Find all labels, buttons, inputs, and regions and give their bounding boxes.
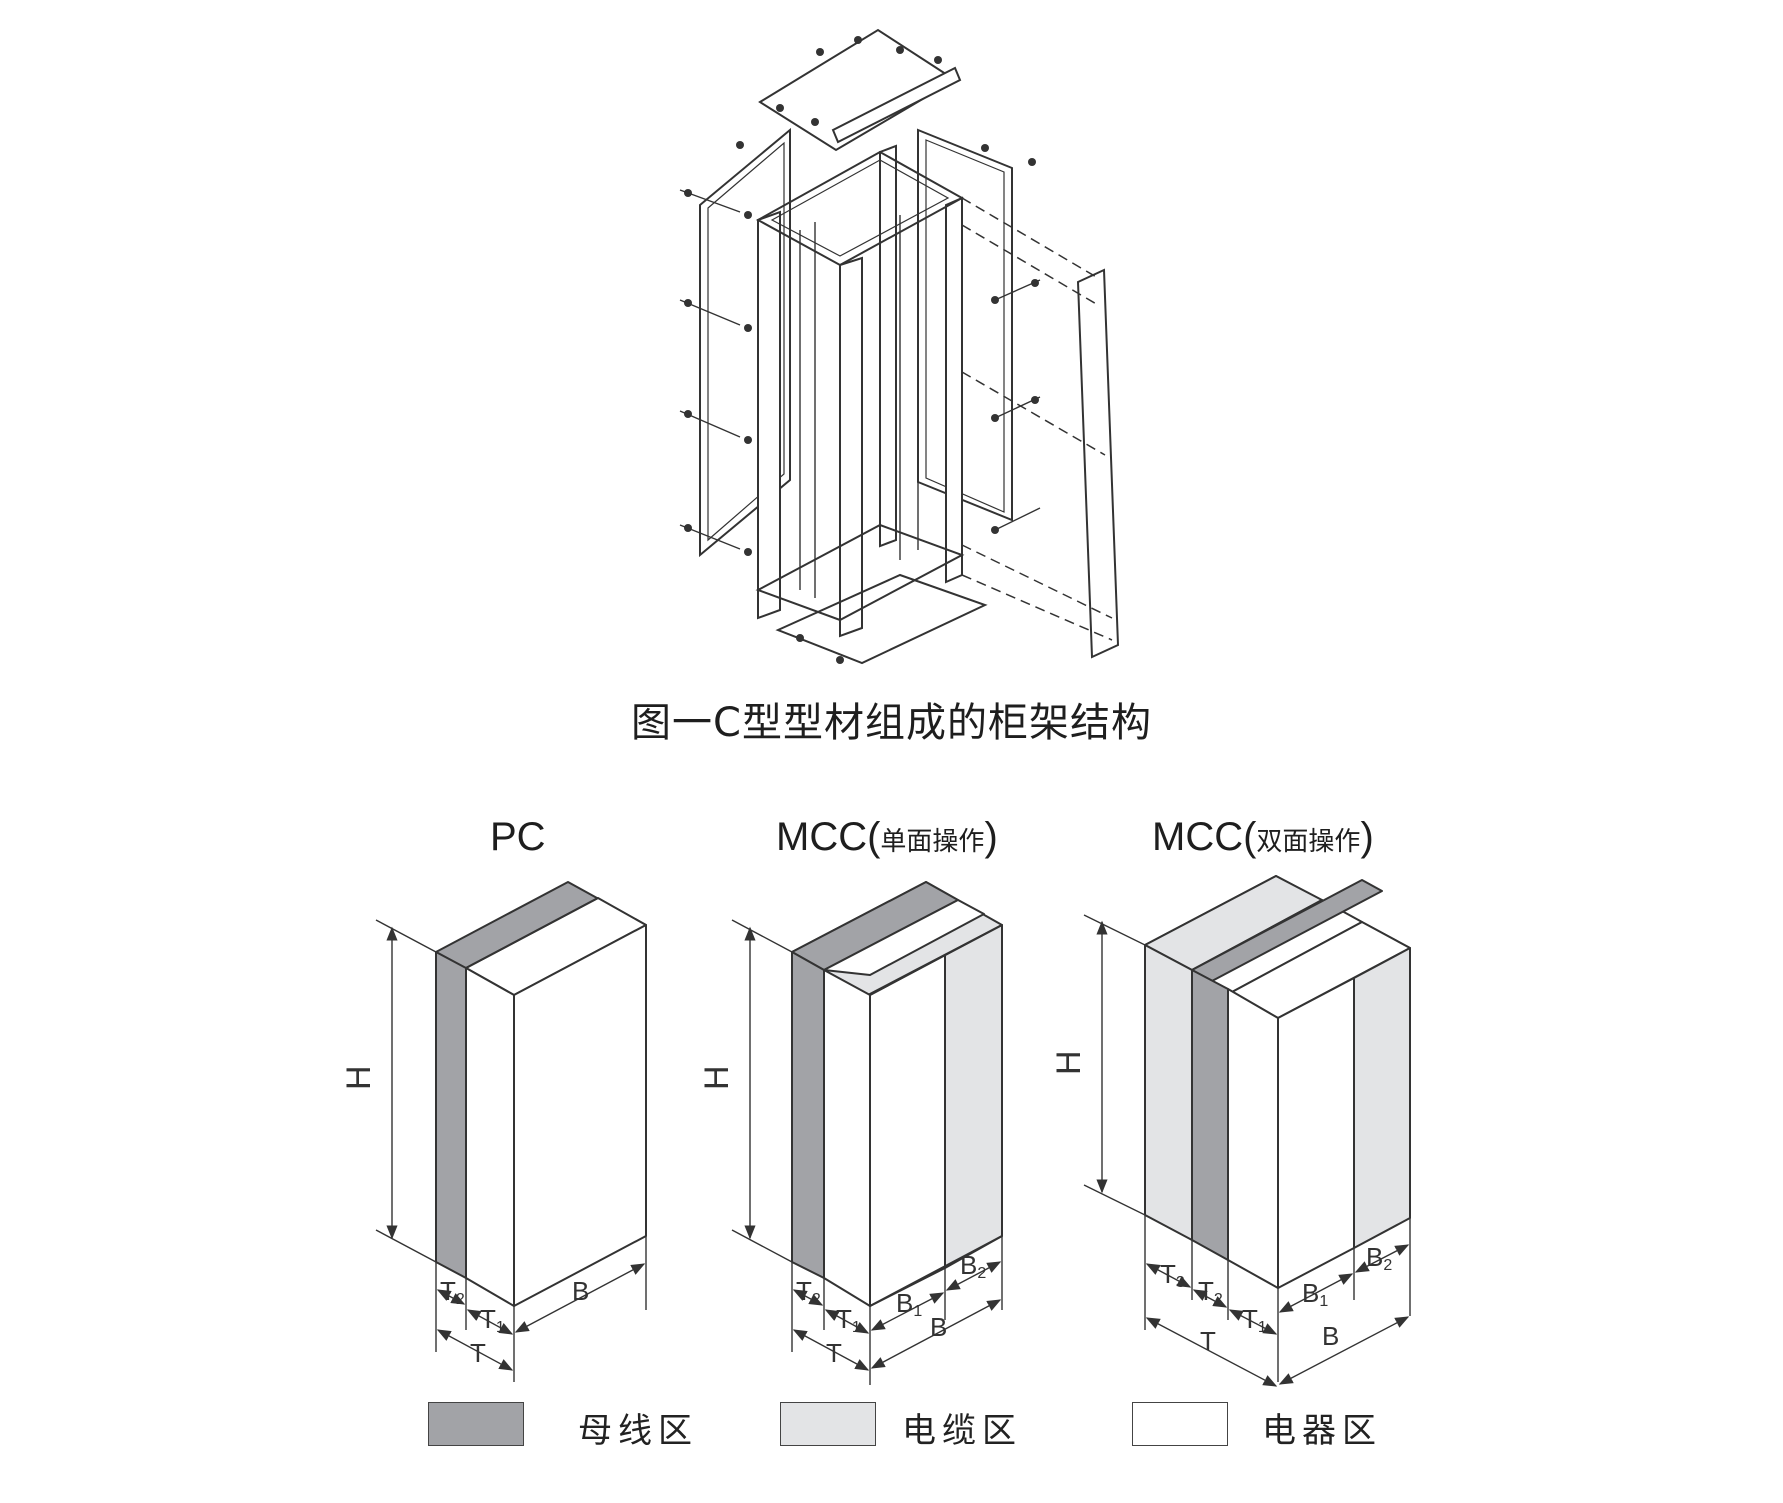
mcc2-t1-label: T1 [1242,1304,1267,1336]
pc-cabinet [435,881,647,1307]
pc-dimensions [375,919,647,1382]
mcc1-front-cable [944,924,1003,1269]
mcc2-side-busbar [1191,969,1229,1261]
base-plate [775,573,988,665]
mcc2-b-label: B [1322,1321,1339,1351]
mcc1-t-label: T [826,1338,842,1368]
pc-side-device [465,967,515,1307]
door-panel [1076,268,1120,659]
frame-post-right [945,196,963,584]
dimension-labels: H T2 T1 T B H T2 T1 T B1 B2 B H T3 T2 T1… [340,1050,1392,1368]
mcc2-t2-label: T2 [1198,1276,1223,1308]
pc-h-label: H [340,1065,378,1090]
mcc1-side-busbar [791,951,825,1279]
mcc2-b2-label: B2 [1366,1242,1392,1274]
legend-label-cable: 电缆区 [902,1411,1022,1451]
legend-label-busbar: 母线区 [578,1411,698,1451]
panel-title-pc: PC [490,815,546,859]
frame-post-front [839,256,863,638]
pc-b-label: B [572,1276,589,1306]
mcc2-b1-label: B1 [1302,1278,1328,1310]
mcc2-h-label: H [1050,1050,1088,1075]
mcc1-b2-label: B2 [960,1250,986,1282]
mcc1-b-label: B [930,1312,947,1342]
mcc1-h-label: H [698,1065,736,1090]
mcc-double-cabinet [1144,875,1411,1289]
pc-t-label: T [470,1338,486,1368]
top-rail [831,66,962,144]
figure-caption: 图一C型型材组成的柜架结构 [631,700,1152,746]
mcc1-t2-label: T2 [796,1276,821,1308]
assembly-guides [961,197,1113,641]
pc-t2-label: T2 [440,1276,465,1308]
mcc1-top-device [823,899,985,976]
legend-swatch-cable [780,1402,876,1446]
screws [684,36,1039,664]
mcc2-front-device [1277,977,1355,1289]
panel-title-mcc-double: MCC(双面操作) [1152,815,1374,859]
mcc2-side-device [1227,988,1279,1289]
legend-swatch-device [1132,1402,1228,1446]
mcc2-t-label: T [1200,1326,1216,1356]
frame-post-rear [879,144,897,548]
mcc2-dimensions [1083,914,1411,1387]
mcc2-t3-label: T3 [1160,1259,1185,1291]
mcc2-side-cable [1144,944,1193,1241]
mcc1-b1-label: B1 [896,1288,922,1320]
left-side-panel [699,127,791,558]
legend-swatch-busbar [428,1402,524,1446]
frame-exploded-view [679,28,1120,665]
legend-label-device: 电器区 [1262,1411,1382,1451]
mcc1-t1-label: T1 [836,1304,861,1336]
mcc1-side-device [823,969,871,1307]
pc-t1-label: T1 [480,1304,505,1336]
panel-title-mcc-single: MCC(单面操作) [776,815,998,859]
mcc-single-cabinet [791,881,1003,1307]
pc-side-busbar [435,951,467,1279]
mcc1-dimensions [731,919,1003,1385]
mcc1-front-device [869,954,946,1307]
mcc2-front-cable [1353,947,1411,1249]
frame-post-left [757,210,781,620]
